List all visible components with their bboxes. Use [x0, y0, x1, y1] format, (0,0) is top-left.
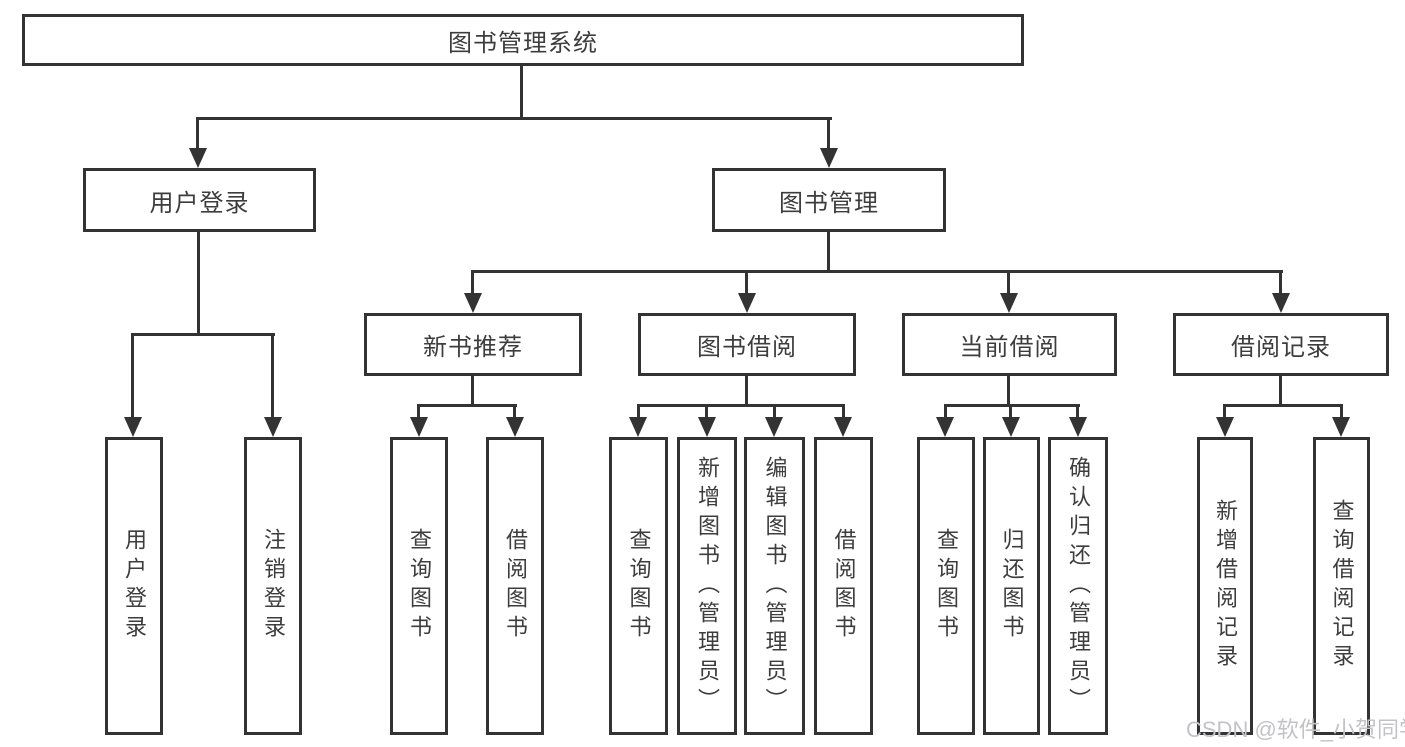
connector-line [827, 232, 830, 273]
arrow-down-icon [765, 417, 783, 437]
connector-line [1279, 376, 1282, 407]
arrow-down-icon [1272, 293, 1290, 313]
connector-line [827, 117, 830, 150]
node-library-system: 图书管理系统 [22, 14, 1024, 66]
arrow-down-icon [936, 417, 954, 437]
node-current-borrowing: 当前借阅 [902, 313, 1117, 376]
leaf-query-books-1: 查询图书 [390, 437, 448, 735]
connector-line [471, 270, 474, 295]
connector-line [1279, 270, 1282, 295]
connector-line [773, 404, 776, 419]
node-label: 图书管理系统 [448, 29, 598, 57]
connector-line [271, 333, 274, 419]
connector-line [842, 404, 845, 419]
node-label: 新书推荐 [423, 334, 523, 361]
node-label: 查询图书 [626, 528, 652, 644]
node-borrowing-records: 借阅记录 [1173, 313, 1389, 376]
connector-line [417, 404, 420, 419]
arrow-down-icon [464, 293, 482, 313]
node-label: 新增图书（管理员） [695, 455, 720, 717]
leaf-borrow-books-1: 借阅图书 [486, 437, 544, 735]
leaf-borrow-books-2: 借阅图书 [814, 437, 873, 735]
leaf-add-borrow-record: 新增借阅记录 [1197, 437, 1253, 735]
arrow-down-icon [834, 417, 852, 437]
node-label: 借阅记录 [1231, 334, 1331, 361]
connector-line [1007, 270, 1010, 295]
node-label: 编辑图书（管理员） [762, 455, 788, 717]
connector-line [1340, 404, 1343, 419]
connector-line [705, 404, 708, 419]
node-label: 借阅图书 [503, 528, 528, 644]
arrow-down-icon [506, 417, 524, 437]
node-label: 确认归还（管理员） [1066, 455, 1091, 717]
connector-line [196, 117, 199, 150]
connector-line [131, 333, 275, 336]
node-label: 当前借阅 [959, 334, 1060, 361]
node-new-book-recommend: 新书推荐 [364, 313, 582, 376]
node-label: 图书借阅 [697, 334, 797, 361]
node-label: 用户登录 [122, 528, 147, 644]
leaf-return-books: 归还图书 [983, 437, 1040, 735]
arrow-down-icon [410, 417, 428, 437]
arrow-down-icon [1216, 417, 1234, 437]
node-label: 查询借阅记录 [1329, 499, 1355, 673]
connector-line [745, 376, 748, 407]
arrow-down-icon [1332, 417, 1350, 437]
leaf-add-books-admin: 新增图书（管理员） [677, 437, 737, 735]
connector-line [417, 404, 517, 407]
node-label: 注销登录 [261, 528, 286, 644]
connector-line [944, 404, 947, 419]
arrow-down-icon [1002, 417, 1020, 437]
connector-line [1076, 404, 1079, 419]
node-label: 借阅图书 [831, 528, 857, 644]
connector-line [1009, 404, 1012, 419]
connector-line [513, 404, 516, 419]
connector-line [944, 404, 1080, 407]
connector-line [637, 404, 640, 419]
connector-line [131, 333, 134, 419]
arrow-down-icon [629, 417, 647, 437]
arrow-down-icon [698, 417, 716, 437]
arrow-down-icon [820, 148, 838, 168]
node-label: 查询图书 [934, 528, 959, 644]
leaf-edit-books-admin: 编辑图书（管理员） [744, 437, 805, 735]
node-book-management: 图书管理 [712, 168, 946, 232]
arrow-down-icon [264, 417, 282, 437]
leaf-user-login: 用户登录 [105, 437, 163, 735]
connector-line [1223, 404, 1343, 407]
arrow-down-icon [124, 417, 142, 437]
connector-line [1223, 404, 1226, 419]
connector-line [471, 270, 1283, 273]
node-label: 查询图书 [407, 528, 432, 644]
connector-line [637, 404, 845, 407]
arrow-down-icon [1000, 293, 1018, 313]
connector-line [196, 117, 832, 120]
connector-line [745, 270, 748, 295]
leaf-logout: 注销登录 [244, 437, 302, 735]
connector-line [471, 376, 474, 407]
node-label: 用户登录 [149, 189, 250, 217]
arrow-down-icon [189, 148, 207, 168]
arrow-down-icon [1069, 417, 1087, 437]
connector-line [197, 232, 200, 336]
node-book-borrowing: 图书借阅 [638, 313, 856, 376]
leaf-query-books-3: 查询图书 [917, 437, 975, 735]
node-user-login: 用户登录 [83, 168, 316, 232]
node-label: 归还图书 [999, 528, 1025, 644]
leaf-query-books-2: 查询图书 [609, 437, 668, 735]
connector-line [520, 66, 523, 119]
connector-line [1007, 376, 1010, 407]
node-label: 新增借阅记录 [1213, 499, 1238, 673]
node-label: 图书管理 [779, 189, 879, 217]
csdn-watermark: CSDN @软件_小贺同学 [1186, 717, 1405, 742]
arrow-down-icon [738, 293, 756, 313]
leaf-confirm-return-admin: 确认归还（管理员） [1048, 437, 1108, 735]
leaf-query-borrow-record: 查询借阅记录 [1313, 437, 1370, 735]
